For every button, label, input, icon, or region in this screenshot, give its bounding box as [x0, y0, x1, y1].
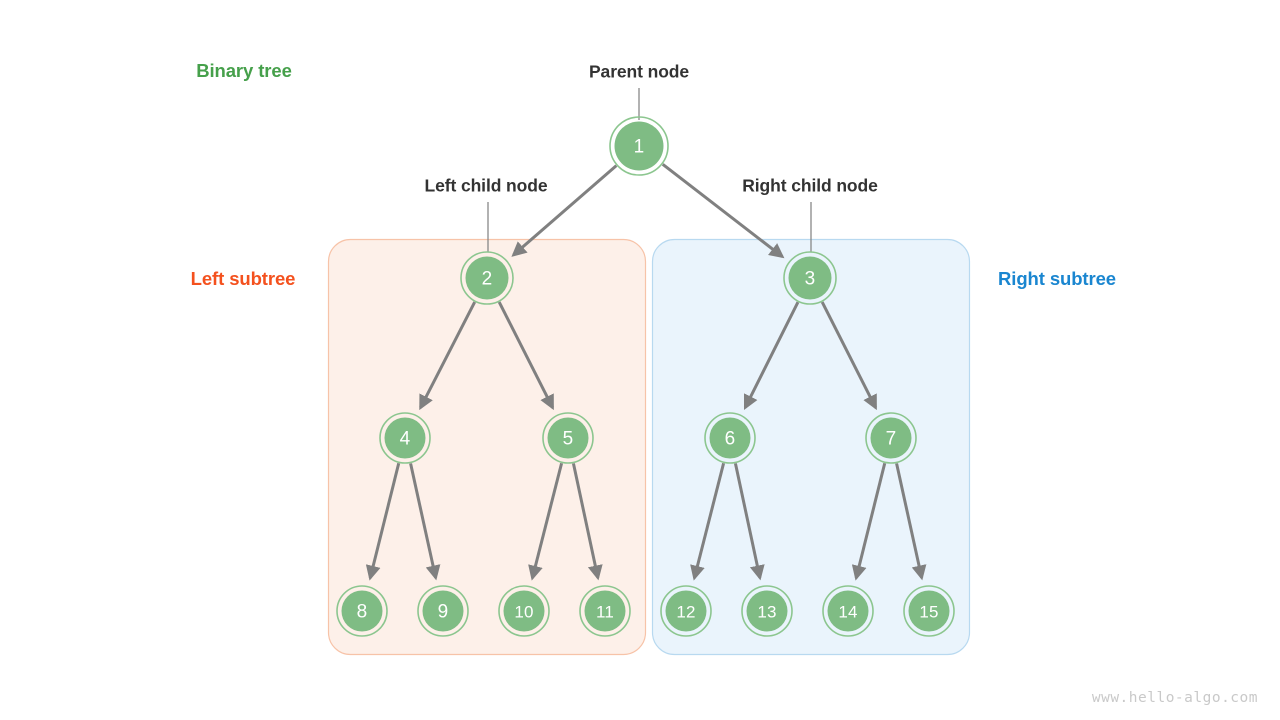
annotation-right-child-node: Right child node — [742, 175, 878, 196]
tree-edge-7-14 — [851, 462, 887, 581]
tree-node-15[interactable] — [903, 585, 955, 637]
node-disc — [665, 590, 707, 632]
tree-edge-3-7 — [820, 301, 877, 411]
node-disc — [614, 121, 664, 171]
node-outer-ring — [822, 585, 874, 637]
tree-edge-5-10 — [528, 462, 564, 581]
annotation-left-child-node: Left child node — [424, 175, 548, 196]
tree-node-7[interactable] — [865, 412, 917, 464]
node-disc — [788, 256, 832, 300]
tree-node-3[interactable] — [783, 251, 837, 305]
tree-node-6[interactable] — [704, 412, 756, 464]
node-outer-ring — [741, 585, 793, 637]
node-disc — [465, 256, 509, 300]
annotation-parent-node: Parent node — [588, 61, 690, 82]
tree-node-10[interactable] — [498, 585, 550, 637]
left-subtree-box — [327, 238, 647, 656]
tree-node-14[interactable] — [822, 585, 874, 637]
node-outer-ring — [704, 412, 756, 464]
tree-edge-3-6 — [743, 301, 800, 411]
node-disc — [503, 590, 545, 632]
node-disc — [746, 590, 788, 632]
node-outer-ring — [379, 412, 431, 464]
node-outer-ring — [903, 585, 955, 637]
node-disc — [341, 590, 383, 632]
tree-node-11[interactable] — [579, 585, 631, 637]
node-disc — [827, 590, 869, 632]
node-outer-ring — [460, 251, 514, 305]
tree-edge-6-12 — [690, 462, 726, 581]
node-outer-ring — [609, 116, 669, 176]
tree-edge-6-13 — [733, 463, 765, 581]
node-outer-ring — [660, 585, 712, 637]
tree-node-9[interactable] — [417, 585, 469, 637]
tree-edge-1-3 — [661, 163, 785, 259]
node-outer-ring — [865, 412, 917, 464]
left-subtree-label: Left subtree — [190, 268, 296, 289]
tree-node-1[interactable] — [609, 116, 669, 176]
node-outer-ring — [542, 412, 594, 464]
tree-edge-2-4 — [419, 301, 477, 411]
node-outer-ring — [336, 585, 388, 637]
tree-node-12[interactable] — [660, 585, 712, 637]
tree-edge-5-11 — [571, 463, 603, 581]
node-disc — [709, 417, 751, 459]
right-subtree-label: Right subtree — [998, 268, 1116, 289]
tree-edge-4-8 — [365, 462, 401, 581]
tree-edge-1-2 — [511, 164, 618, 257]
tree-node-8[interactable] — [336, 585, 388, 637]
node-outer-ring — [579, 585, 631, 637]
tree-node-2[interactable] — [460, 251, 514, 305]
node-disc — [422, 590, 464, 632]
node-outer-ring — [498, 585, 550, 637]
tree-edge-2-5 — [497, 301, 554, 411]
node-outer-ring — [783, 251, 837, 305]
tree-node-4[interactable] — [379, 412, 431, 464]
node-disc — [870, 417, 912, 459]
tree-edge-4-9 — [409, 463, 441, 581]
node-disc — [908, 590, 950, 632]
node-outer-ring — [417, 585, 469, 637]
diagram-title: Binary tree — [196, 60, 292, 81]
tree-node-13[interactable] — [741, 585, 793, 637]
node-disc — [384, 417, 426, 459]
node-disc — [584, 590, 626, 632]
node-disc — [547, 417, 589, 459]
tree-node-5[interactable] — [542, 412, 594, 464]
tree-edge-7-15 — [895, 463, 927, 581]
watermark: www.hello-algo.com — [1091, 690, 1258, 706]
